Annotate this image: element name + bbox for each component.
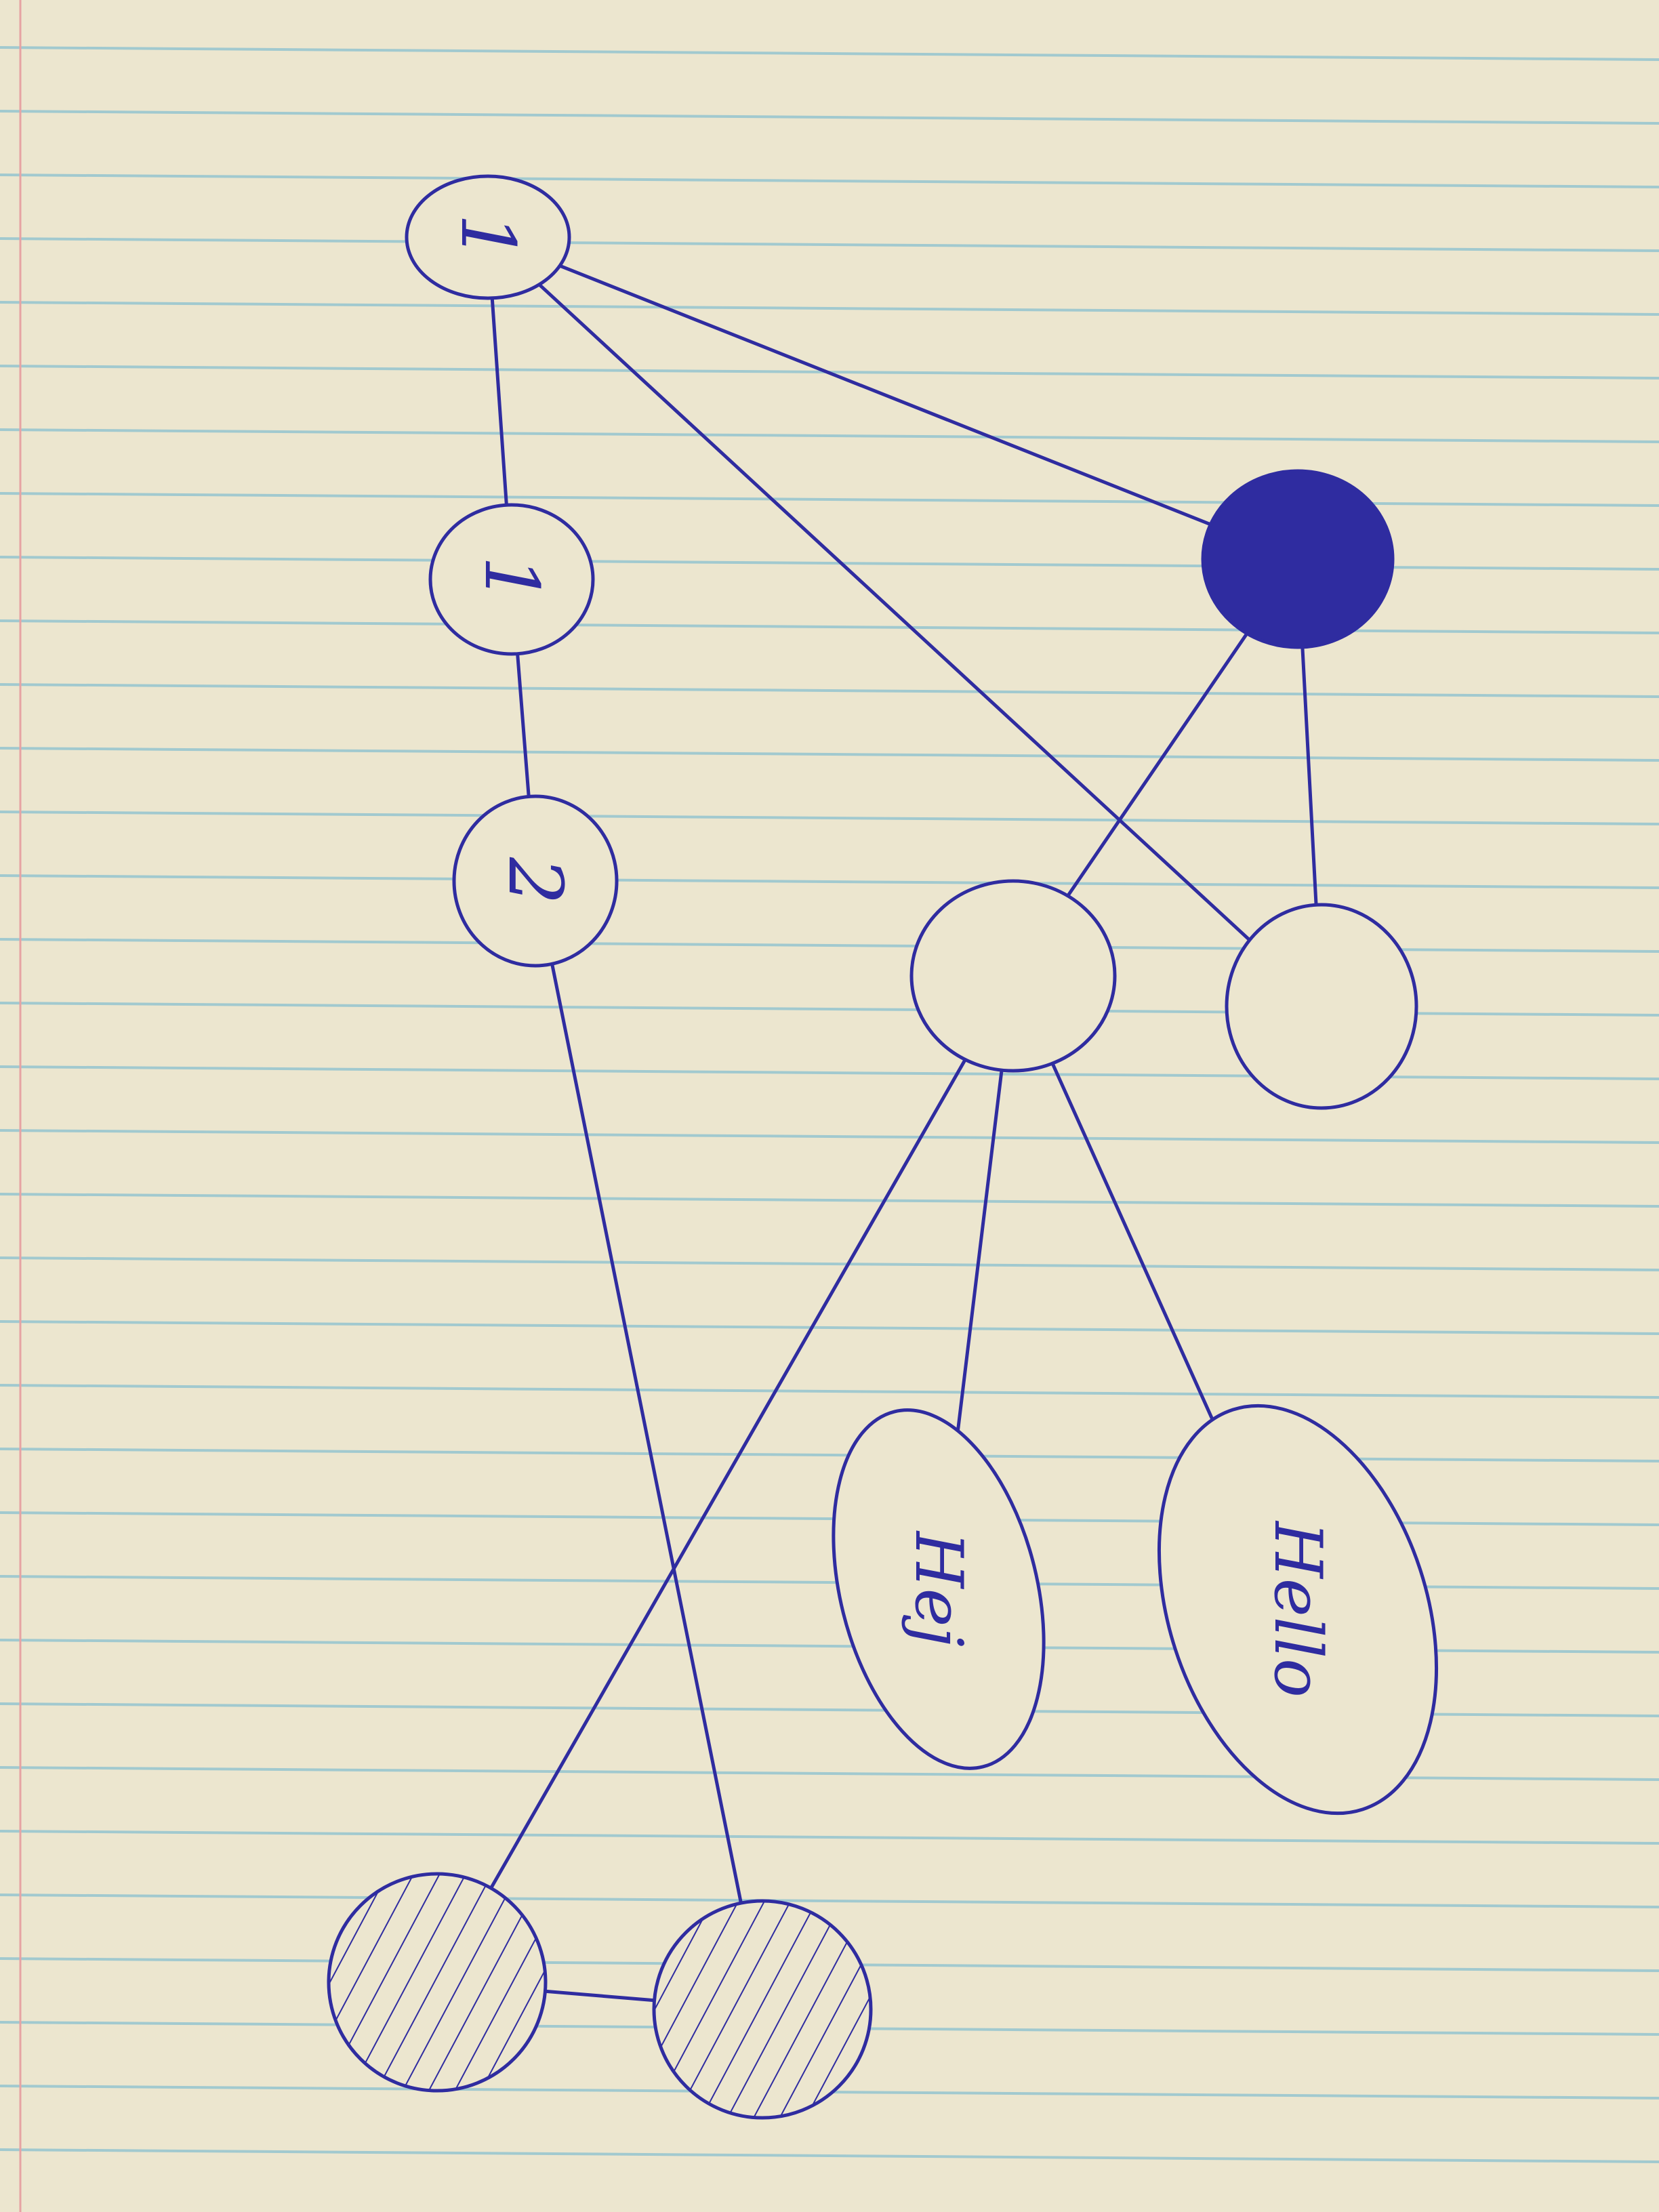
node-circle [652, 1899, 873, 2120]
node-circle [405, 174, 571, 300]
node-circle [1225, 903, 1418, 1110]
ruled-line [0, 1830, 1659, 1845]
node-hatched-left [327, 1872, 548, 2093]
ruled-line [0, 46, 1659, 61]
node-hej-node: Hej [832, 1408, 1046, 1770]
ruled-line [0, 938, 1659, 953]
node-right-node [1225, 903, 1418, 1110]
node-circle [909, 879, 1117, 1073]
node-label: Hej [901, 1530, 977, 1647]
ruled-line [0, 492, 1659, 507]
node-circle [832, 1408, 1046, 1770]
ruled-line [0, 1448, 1659, 1462]
edge-middle-node-to-hatched-left [435, 974, 1015, 1984]
ruled-line [0, 874, 1659, 889]
node-circle [1157, 1404, 1439, 1816]
ruled-line [0, 1511, 1659, 1526]
ruled-line [0, 1256, 1659, 1271]
node-left-middle: 1 [428, 503, 595, 656]
node-circle [327, 1872, 548, 2093]
edge-top-left-to-right-node [486, 235, 1324, 1008]
node-circle [1201, 469, 1395, 649]
node-left-lower: 2 [452, 794, 619, 968]
ruled-line [0, 747, 1659, 762]
ruled-line [0, 556, 1659, 571]
ruled-line [0, 1193, 1659, 1208]
ruled-line [0, 1893, 1659, 1908]
ruled-line [0, 683, 1659, 698]
node-hatched-right [652, 1899, 873, 2120]
edge-top-left-to-filled-node [486, 235, 1300, 561]
node-hello-node: Hello [1157, 1404, 1439, 1816]
node-label: 1 [468, 556, 555, 603]
node-filled-node [1201, 469, 1395, 649]
ruled-line [0, 1129, 1659, 1144]
ruled-line [0, 1384, 1659, 1399]
ruled-lines [0, 46, 1659, 2163]
ruled-line [0, 173, 1659, 188]
ruled-line [0, 110, 1659, 125]
node-label: Hello [1260, 1520, 1336, 1698]
ruled-line [0, 428, 1659, 443]
node-label: 1 [445, 213, 531, 261]
ruled-line [0, 301, 1659, 316]
node-circle [428, 503, 595, 656]
node-middle-node [909, 879, 1117, 1073]
node-circle [452, 794, 619, 968]
ruled-line [0, 619, 1659, 634]
ruled-line [0, 1065, 1659, 1080]
ruled-line [0, 2148, 1659, 2163]
ruled-line [0, 811, 1659, 825]
ruled-line [0, 1320, 1659, 1335]
edge-left-lower-to-hatched-right [533, 879, 764, 2011]
ruled-line [0, 237, 1659, 252]
node-top-left: 1 [405, 174, 571, 300]
node-label: 2 [492, 857, 579, 905]
